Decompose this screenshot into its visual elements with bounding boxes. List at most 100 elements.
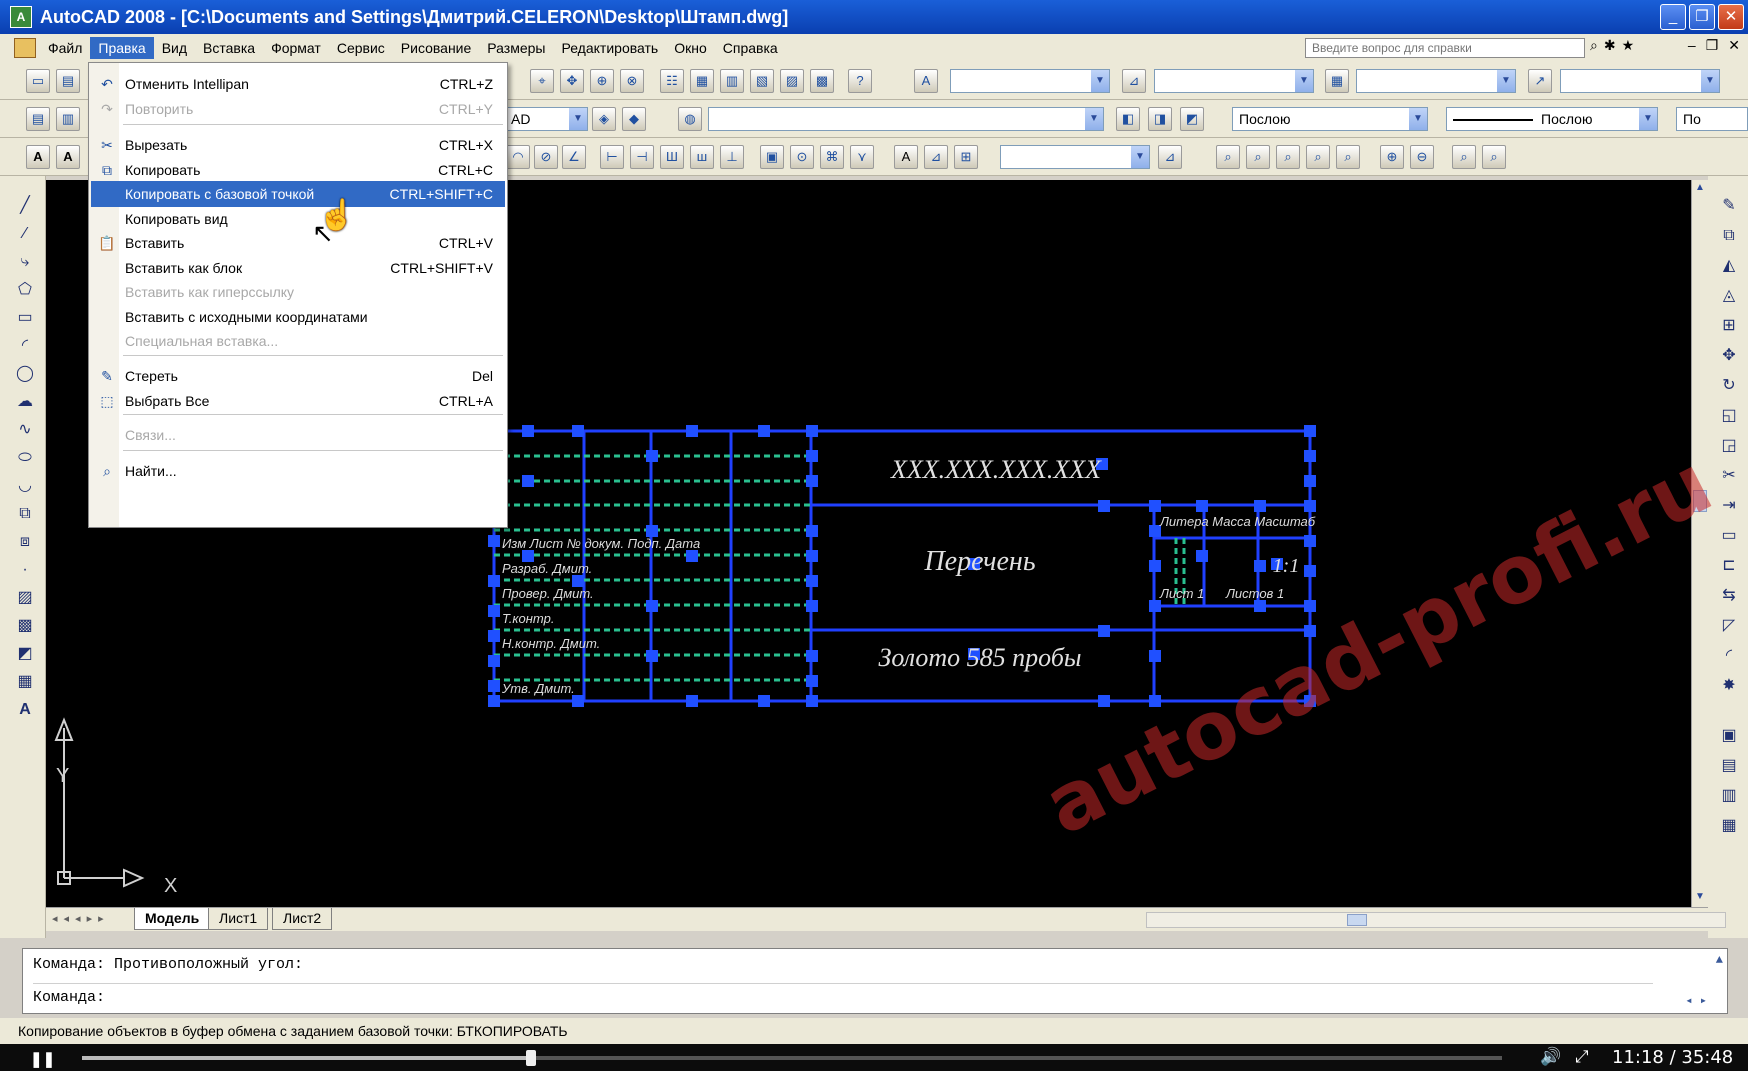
menu-view[interactable]: Вид	[161, 40, 188, 56]
dim-style-manager-icon[interactable]: ⊿	[1158, 145, 1182, 169]
multileader-style-combo[interactable]: ▼	[1560, 69, 1720, 93]
match-icon[interactable]: ⌖	[530, 69, 554, 93]
multiline-text-icon[interactable]: A	[19, 701, 31, 718]
center-mark-icon[interactable]: ⊙	[790, 145, 814, 169]
edit-menu-item[interactable]: ⌕Найти...	[91, 458, 505, 484]
menu-window[interactable]: Окно	[674, 40, 707, 56]
horizontal-scrollbar[interactable]	[1146, 912, 1726, 928]
mirror-icon[interactable]: ◭	[1722, 257, 1736, 274]
command-scroll-left-icon[interactable]: ◂ ▸	[1685, 994, 1707, 1008]
dim-style-combo-2[interactable]: ▼	[1000, 145, 1150, 169]
jogged-icon[interactable]: ⋎	[850, 145, 874, 169]
linetype-combo[interactable]: Послою▼	[1232, 107, 1428, 131]
doc-minimize-button[interactable]: –	[1687, 37, 1696, 53]
video-progress-knob[interactable]	[525, 1050, 536, 1066]
array-icon[interactable]: ⊞	[1722, 317, 1736, 334]
new-icon[interactable]: ▭	[26, 69, 50, 93]
polygon-icon[interactable]: ⬠	[18, 281, 32, 298]
dim-edit-icon[interactable]: ⊿	[924, 145, 948, 169]
command-window[interactable]: Команда: Противоположный угол: Команда: …	[22, 948, 1728, 1014]
dim-arc-icon[interactable]: ◠	[506, 145, 530, 169]
open-icon[interactable]: ▤	[56, 69, 80, 93]
color-combo[interactable]: ▼	[708, 107, 1104, 131]
color-icon[interactable]: ◍	[678, 107, 702, 131]
text-style-combo[interactable]: ▼	[950, 69, 1110, 93]
communication-icon[interactable]: ✱	[1603, 37, 1616, 53]
explode-icon[interactable]: ✸	[1722, 677, 1736, 694]
ellipse-arc-icon[interactable]: ◡	[18, 477, 32, 494]
dim-linear-icon[interactable]: ⊢	[600, 145, 624, 169]
draworder-front-icon[interactable]: ▣	[1721, 727, 1737, 744]
gradient-icon[interactable]: ▩	[17, 617, 33, 634]
table-icon[interactable]: ▦	[17, 673, 33, 690]
tab-layout2[interactable]: Лист2	[272, 908, 333, 930]
table-style-icon[interactable]: ▦	[1325, 69, 1349, 93]
tool-palettes-icon[interactable]: ▥	[720, 69, 744, 93]
volume-icon[interactable]: 🔊	[1540, 1047, 1562, 1066]
draworder-back-icon[interactable]: ▤	[1721, 757, 1737, 774]
vertical-scroll-thumb[interactable]	[1693, 490, 1707, 512]
zoom-center-icon[interactable]: ⌕	[1306, 145, 1330, 169]
draworder-above-icon[interactable]: ▥	[1721, 787, 1737, 804]
autocad-app-icon[interactable]: A	[10, 6, 32, 28]
zoom-all-icon[interactable]: ⌕	[1452, 145, 1476, 169]
help-search-input[interactable]	[1305, 38, 1585, 58]
zoom-window-icon[interactable]: ⊗	[620, 69, 644, 93]
menu-dimension[interactable]: Размеры	[487, 40, 546, 56]
line-icon[interactable]: ╱	[20, 197, 30, 214]
dim-angular-icon[interactable]: ∠	[562, 145, 586, 169]
extend-icon[interactable]: ⇥	[1722, 497, 1736, 514]
scroll-down-icon[interactable]: ▼	[1695, 891, 1705, 902]
edit-menu-item[interactable]: Вставить с исходными координатами	[91, 304, 505, 330]
zoom-out-icon[interactable]: ⊖	[1410, 145, 1434, 169]
ellipse-icon[interactable]: ⬭	[18, 449, 32, 466]
zoom-object-icon[interactable]: ⌕	[1336, 145, 1360, 169]
fillet-icon[interactable]: ◜	[1725, 647, 1733, 664]
move-icon[interactable]: ✥	[1722, 347, 1736, 364]
dim-aligned-icon[interactable]: ⊣	[630, 145, 654, 169]
chamfer-icon[interactable]: ◸	[1722, 617, 1736, 634]
table-style-combo[interactable]: ▼	[1356, 69, 1516, 93]
horizontal-scroll-thumb[interactable]	[1347, 914, 1367, 926]
multileader-style-icon[interactable]: ↗	[1528, 69, 1552, 93]
lineweight-combo[interactable]: Послою▼	[1446, 107, 1658, 131]
dim-baseline-icon[interactable]: Ш	[660, 145, 684, 169]
dim-style-icon[interactable]: ⊿	[1122, 69, 1146, 93]
zoom-window-icon-2[interactable]: ⌕	[1216, 145, 1240, 169]
offset-icon[interactable]: ◬	[1722, 287, 1736, 304]
doc-restore-button[interactable]: ❐	[1705, 37, 1719, 53]
draworder-under-icon[interactable]: ▦	[1721, 817, 1737, 834]
rotate-icon[interactable]: ↻	[1722, 377, 1736, 394]
layer-combo[interactable]: AD▼	[504, 107, 588, 131]
doc-close-button[interactable]: ✕	[1728, 37, 1740, 53]
tab-nav-arrows[interactable]: ◂◂◂▸▸	[52, 913, 110, 925]
command-scroll-up-icon[interactable]: ▲	[1715, 953, 1723, 967]
circle-icon[interactable]: ◯	[16, 365, 34, 382]
break-icon[interactable]: ⊏	[1722, 557, 1736, 574]
fullscreen-icon[interactable]: ⤢	[1575, 1047, 1589, 1066]
rectangle-icon[interactable]: ▭	[17, 309, 33, 326]
scale-icon[interactable]: ◱	[1721, 407, 1737, 424]
menu-insert[interactable]: Вставка	[203, 40, 256, 56]
search-icon[interactable]: ⌕	[1590, 37, 1598, 53]
construction-line-icon[interactable]: ⁄	[23, 225, 27, 242]
pause-icon[interactable]: ❚❚	[30, 1051, 56, 1068]
zoom-dynamic-icon[interactable]: ⌕	[1246, 145, 1270, 169]
zoom-extents-icon[interactable]: ⌕	[1482, 145, 1506, 169]
insert-block-icon[interactable]: ⧉	[19, 505, 31, 522]
layer-off-icon[interactable]: ◩	[1180, 107, 1204, 131]
polyline-icon[interactable]: ⤷	[20, 253, 30, 270]
maximize-button[interactable]: ❐	[1689, 4, 1715, 30]
menu-draw[interactable]: Рисование	[400, 40, 472, 56]
dim-style-combo[interactable]: ▼	[1154, 69, 1314, 93]
make-block-icon[interactable]: ⧈	[19, 533, 31, 550]
layer-previous-icon[interactable]: ◆	[622, 107, 646, 131]
tab-layout1[interactable]: Лист1	[208, 908, 269, 930]
